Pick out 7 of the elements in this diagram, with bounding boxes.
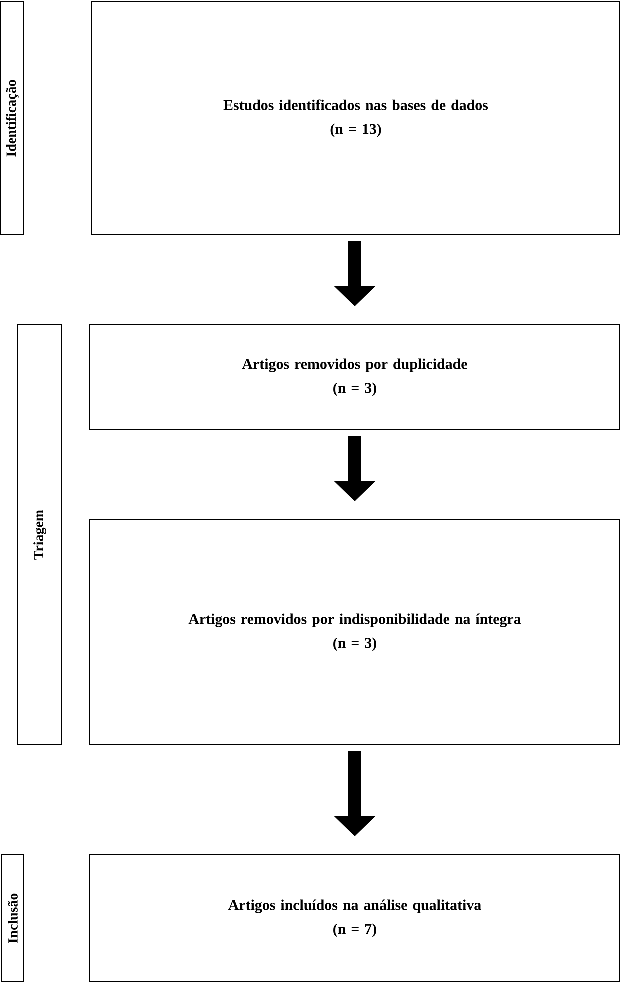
stage-label: Triagem [18, 324, 62, 746]
process-box: Artigos incluídos na análise qualitativa (n = 7) [90, 854, 620, 982]
stage-label: Inclusão [2, 854, 24, 982]
process-box: Artigos removidos por indisponibilidade na íntegra (n = 3) [90, 520, 620, 746]
process-box: Artigos removidos por duplicidade (n = 3) [90, 324, 620, 430]
stage-label: Identificação [0, 2, 24, 236]
process-box: Estudos identificados nas bases de dados (n = 13) [92, 2, 620, 236]
